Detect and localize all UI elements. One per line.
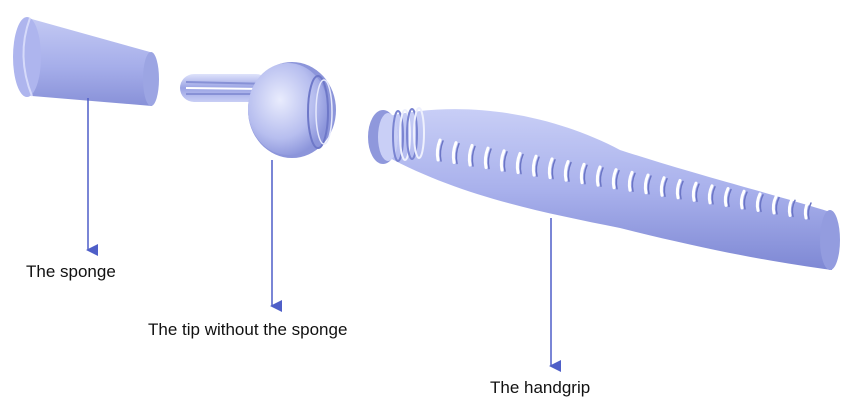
sponge-label: The sponge (26, 262, 116, 282)
tip-label: The tip without the sponge (148, 320, 347, 340)
tip-part (180, 62, 336, 158)
handgrip-label: The handgrip (490, 378, 590, 398)
handgrip-part (368, 108, 840, 270)
sponge-part (13, 17, 159, 106)
